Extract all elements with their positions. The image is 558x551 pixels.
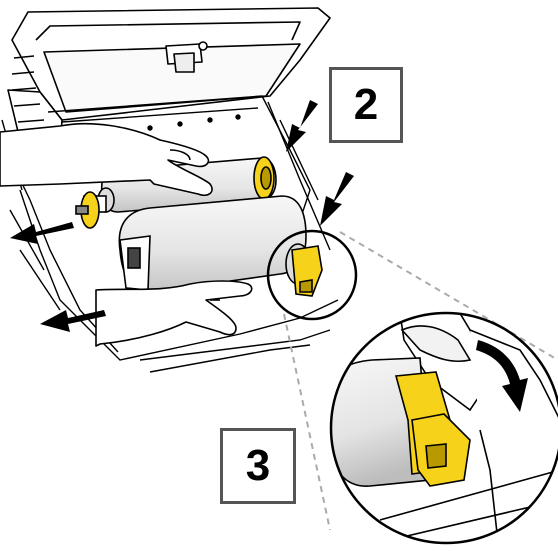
lower-hand: [95, 280, 253, 347]
step-2-label: 2: [329, 67, 403, 143]
detail-marker: [266, 229, 558, 531]
down-arrow-icon: [286, 100, 318, 152]
rotate-arrow-icon: [476, 340, 528, 412]
step-3-label: 3: [220, 428, 296, 504]
zoom-detail-view: [329, 311, 558, 545]
down-arrow-icon: [320, 172, 354, 226]
lower-ribbon-roll: [118, 195, 323, 297]
upper-hand: [0, 122, 213, 197]
left-arrow-icon: [40, 310, 106, 332]
left-arrow-icon: [10, 222, 74, 244]
